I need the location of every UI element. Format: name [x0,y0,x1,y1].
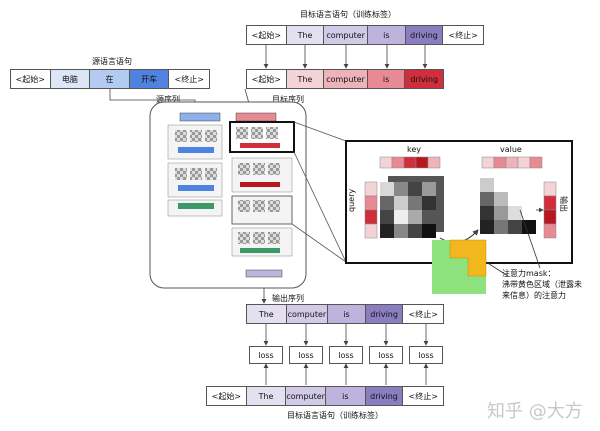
key-label: key [407,145,422,154]
bottom-target-token: The [246,387,287,405]
target-seq-token: driving [405,70,444,88]
top-target-token: The [286,26,325,44]
output-token: computer [286,305,329,323]
mask-note-line3: 来信息）的注意力 [502,291,566,300]
target-seq-token: is [367,70,406,88]
value-vector-row [481,156,543,169]
source-label: 源语言语句 [92,57,132,66]
output-to-loss-arrows [263,324,429,385]
top-target-sentence-row: <起始> The computer is driving <终止> [246,25,484,45]
bottom-target-token: <起始> [207,387,247,405]
bottom-target-token: is [326,387,366,405]
target-seq-caption: 目标序列 [272,95,304,104]
source-sentence-row: <起始> 电脑 在 开车 <终止> [10,69,210,89]
source-token: 开车 [129,70,170,88]
output-token: driving [365,305,404,323]
loss-box: loss [289,346,323,364]
output-token: is [328,305,366,323]
source-token: <终止> [169,70,210,88]
bottom-target-label: 目标语言语句（训练标签） [287,411,383,420]
top-target-token: <终止> [443,26,484,44]
output-sequence-row: The computer is driving <终止> [246,304,444,324]
bottom-target-token: <终止> [403,387,444,405]
loss-box: loss [369,346,403,364]
attention-score-matrix [380,176,444,238]
bottom-target-token: computer [286,387,327,405]
query-label: query [347,188,356,212]
decoder-stack [229,112,295,278]
target-seq-token: <起始> [247,70,287,88]
top-target-token: is [367,26,406,44]
source-token: <起始> [11,70,51,88]
mask-note-line2: 沸带黄色区域（泄露未 [502,280,582,289]
encoder-stack [167,112,223,217]
value-label: value [500,145,522,154]
top-target-label: 目标语言语句（训练标签） [300,10,396,19]
mask-note-line1: 注意力mask： [502,269,556,278]
output-token: <终止> [403,305,444,323]
query-vector-column [364,181,378,239]
loss-box: loss [249,346,283,364]
output-label: 输出 [559,196,568,212]
loss-box: loss [329,346,363,364]
output-seq-caption: 输出序列 [272,294,304,303]
source-token: 在 [90,70,130,88]
output-token: The [247,305,287,323]
top-target-token: <起始> [247,26,287,44]
attention-output-column [543,181,557,239]
loss-box: loss [409,346,443,364]
top-to-target-arrows [263,45,428,69]
source-seq-caption: 源序列 [156,95,180,104]
key-vector-row [379,156,441,169]
masked-attention-matrix [480,178,536,234]
attention-mask-grid [432,239,487,294]
top-target-token: computer [324,26,368,44]
target-seq-token: computer [324,70,368,88]
target-sequence-row: <起始> The computer is driving [246,69,444,89]
watermark: 知乎 @大方 [487,401,583,422]
top-target-token: driving [405,26,444,44]
target-seq-token: The [286,70,325,88]
bottom-target-sentence-row: <起始> The computer is driving <终止> [206,386,444,406]
bottom-target-token: driving [365,387,404,405]
source-token: 电脑 [50,70,91,88]
